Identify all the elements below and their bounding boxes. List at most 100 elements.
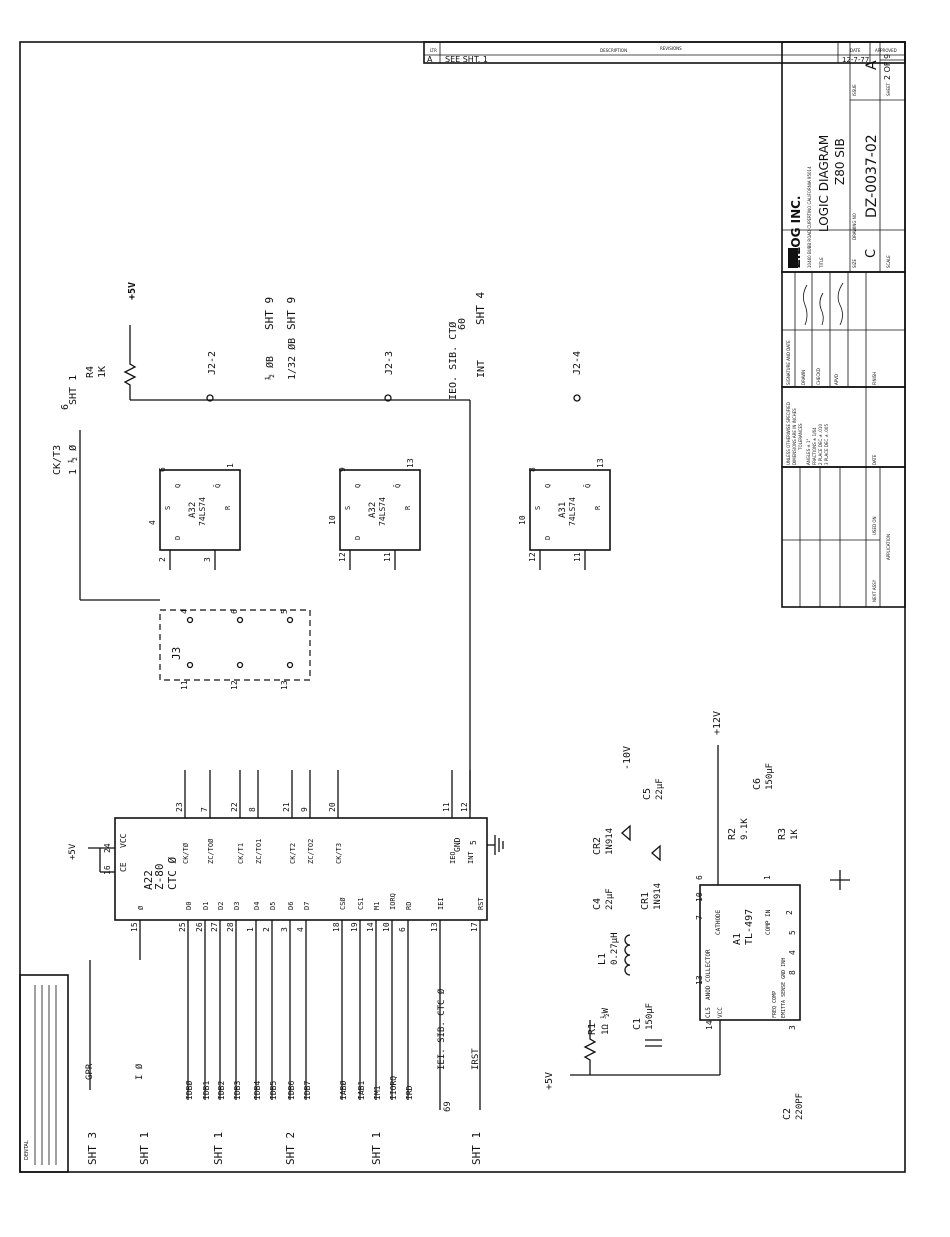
ctc-pin-label: IEO [449,851,457,864]
drawing-no-label: DRAWING NO [852,213,857,240]
signal-data: IDB1 [202,1081,211,1100]
ctc-pin-number: 3 [280,927,289,932]
ff-pin-s: 10 [518,515,527,525]
jumper-pin-number: 12 [230,680,239,690]
tl497-cl: CL5 [705,1007,712,1018]
ff-d: D [354,536,362,540]
ctc-pin-label: D4 [253,902,261,910]
l1-value: 0.27µH [610,932,620,965]
signal-i-phi: I Ø [134,1063,145,1080]
sig-v32phib: 1/32 ØB [286,338,298,380]
ctc-pin-number: 20 [328,802,337,812]
sig-int: INT [476,360,487,378]
jumper-pin-number: 6 [230,609,239,614]
ctc-pin-label: IORQ [389,893,397,910]
ff-ref: A32 [188,502,198,518]
sheet-refs: SHT 3 SHT 1 SHT 1 SHT 2 SHT 1 SHT 1 [86,1132,483,1165]
ctc-pin-number: 27 [210,922,219,932]
note-angles: ANGLES ± 1° [806,438,811,465]
ff-part: 74LS74 [198,497,207,526]
ctc-pin-number: 17 [470,922,479,932]
c2-value: 220PF [795,1093,805,1120]
r3-value: 1K [790,829,800,840]
tl497-pin: 13 [695,975,704,985]
tl497-pin: 3 [788,1025,797,1030]
note-tol: TOLERANCES [798,423,803,451]
ff-s: S [164,506,172,510]
r2-label: R2 [727,828,738,840]
ctc-pin-label: ZC/TO1 [255,839,263,864]
ff-pin-clk: 11 [573,552,582,562]
c6-value: 150µF [765,763,775,790]
sheet-label: SHEET [886,82,891,96]
ctc-pin-label: D1 [202,902,210,910]
c1-value: 150µF [645,1003,655,1030]
revisions-header: REVISIONS [660,46,682,51]
ctc-pin-number: 21 [282,802,291,812]
ctc-ce: CE [119,862,128,872]
title-label: TITLE [819,257,824,269]
next-assy-label: NEXT ASSY [872,579,877,602]
note-dims: DIMENSIONS ARE IN INCHES [792,408,797,465]
ctc-pin-label: Ø [137,905,145,910]
revision-block: REVISIONS LTR DESCRIPTION DATE APPROVED … [423,41,906,64]
sig-ckt3: CK/T3 [52,445,63,475]
dental-notice: DENTAL [19,974,69,1173]
ff-q: Q [354,484,362,488]
ctc-pin-number: 7 [200,807,209,812]
signal-iei: IEI. SIB. CTC Ø [436,988,447,1070]
ctc-pin-label: ZC/TOØ [207,838,215,864]
ctc-pin-label: D2 [217,902,225,910]
approved-label: APVD [834,374,839,385]
r3-label: R3 [777,828,788,840]
date-label: DATE [872,454,877,465]
application-label: APPLICATION [886,534,891,560]
c4-label: C4 [592,898,603,910]
ctc-left-pins: 15Ø25D026D127D228D31D42D53D64D718CSØ19CS… [130,893,485,960]
tolerance-block: UNLESS OTHERWISE SPECIFIED DIMENSIONS AR… [781,386,906,468]
tl497-anode: ANOD COLLECTOR [705,949,712,1000]
note-unless: UNLESS OTHERWISE SPECIFIED [786,402,791,465]
title-line1: LOGIC DIAGRAM [817,135,831,232]
tl497-part: TL-497 [744,909,755,945]
ctc-pin-number: 19 [350,922,359,932]
checked-label: CHECKD [816,368,821,385]
ff-qbar: Q̄ [393,484,402,488]
ff-s: S [534,506,542,510]
c2-label: C2 [782,1108,793,1120]
sig-c60: 60 [457,318,468,330]
power-supply: A1 TL-497 ANOD COLLECTOR CATHODE CL5 VCC… [544,711,850,1120]
ctc-pin-label: CK/T1 [237,843,245,864]
ctc-pin-number: 9 [300,807,309,812]
ctc-pin-label: M1 [373,902,381,910]
ctc-ref: A22 [142,870,155,890]
drawing-number: DZ-0037-02 [864,134,880,218]
signal-data: IDB4 [253,1081,262,1100]
l1-label: L1 [597,953,608,965]
c4-value: 22µF [605,888,615,910]
ctc-pin-label: IEI [437,897,445,910]
jumper-pin-number: 4 [180,609,189,614]
cr1-value: 1N914 [653,883,663,910]
ctc-pin-number: 4 [296,927,305,932]
j2-2: J2-2 [207,351,218,375]
rev-letter: A [427,55,433,64]
sig-half-phi: 1 ½ Ø [67,445,79,475]
r2-value: 9.1K [740,818,750,840]
ff-pin-q: 8 [528,467,537,472]
jumper-pin [236,661,244,669]
ff-pin-qbar: 13 [596,458,605,468]
note-fractions: FRACTIONS ± 1/64 [812,427,817,465]
ctc-pin-label: CK/T2 [289,843,297,864]
rev-col-date: DATE [850,48,861,53]
c1-label: C1 [632,1018,643,1030]
ctc-pin-label: D0 [185,902,193,910]
jumper-pin [286,616,294,624]
ff-part: 74LS74 [378,497,387,526]
ctc-supply: +5V [68,843,78,860]
ctc-pin-label: CK/T3 [335,843,343,864]
